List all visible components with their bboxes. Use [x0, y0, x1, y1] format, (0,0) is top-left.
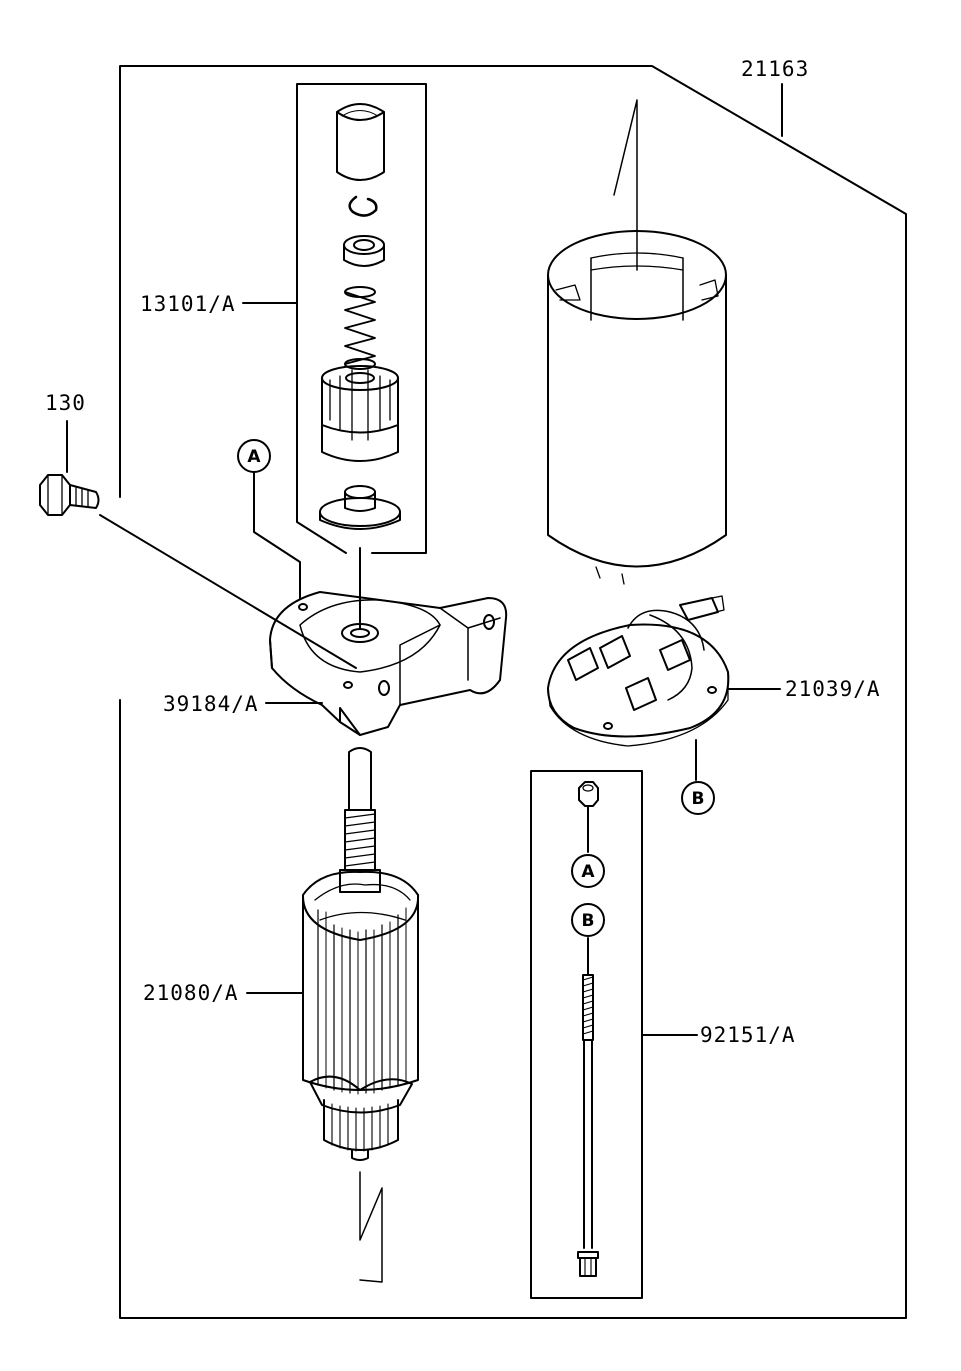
svg-text:B: B [582, 911, 595, 931]
pinion-flange [319, 485, 401, 530]
brush-holder [547, 595, 730, 747]
snap-ring [348, 195, 378, 217]
callout-b-bolt: B [571, 903, 605, 937]
yoke-housing [547, 230, 727, 585]
front-bracket [269, 591, 508, 736]
callout-b-holder: B [681, 781, 715, 815]
bracket-a-leader [253, 471, 301, 599]
assembly-frame [119, 65, 907, 1319]
label-through-bolt: 92151/A [700, 1023, 796, 1047]
label-front-bracket: 39184/A [163, 692, 259, 716]
armature [301, 747, 420, 1161]
label-pinion-set: 13101/A [140, 292, 236, 316]
mounting-bolt [39, 474, 100, 516]
svg-text:B: B [692, 789, 705, 809]
pinion-set-box [296, 83, 427, 554]
callout-a-bracket: A [237, 439, 271, 473]
bolt-axis-line [99, 514, 357, 669]
armature-break-line [359, 1171, 383, 1283]
pinion-cap [336, 103, 385, 181]
yoke-break-line [613, 99, 638, 271]
stop-collar [343, 235, 385, 267]
through-bolt-box [530, 770, 643, 1299]
through-bolt-nut [578, 781, 599, 807]
through-bolt [577, 974, 599, 1277]
label-brush-holder: 21039/A [785, 677, 881, 701]
label-armature: 21080/A [143, 981, 239, 1005]
pinion-spring [344, 286, 376, 370]
svg-text:A: A [581, 862, 595, 882]
label-bolt: 130 [45, 391, 86, 415]
callout-a-nut: A [571, 854, 605, 888]
pinion-gear [321, 365, 399, 462]
svg-text:A: A [247, 447, 261, 467]
label-assembly: 21163 [741, 57, 809, 81]
